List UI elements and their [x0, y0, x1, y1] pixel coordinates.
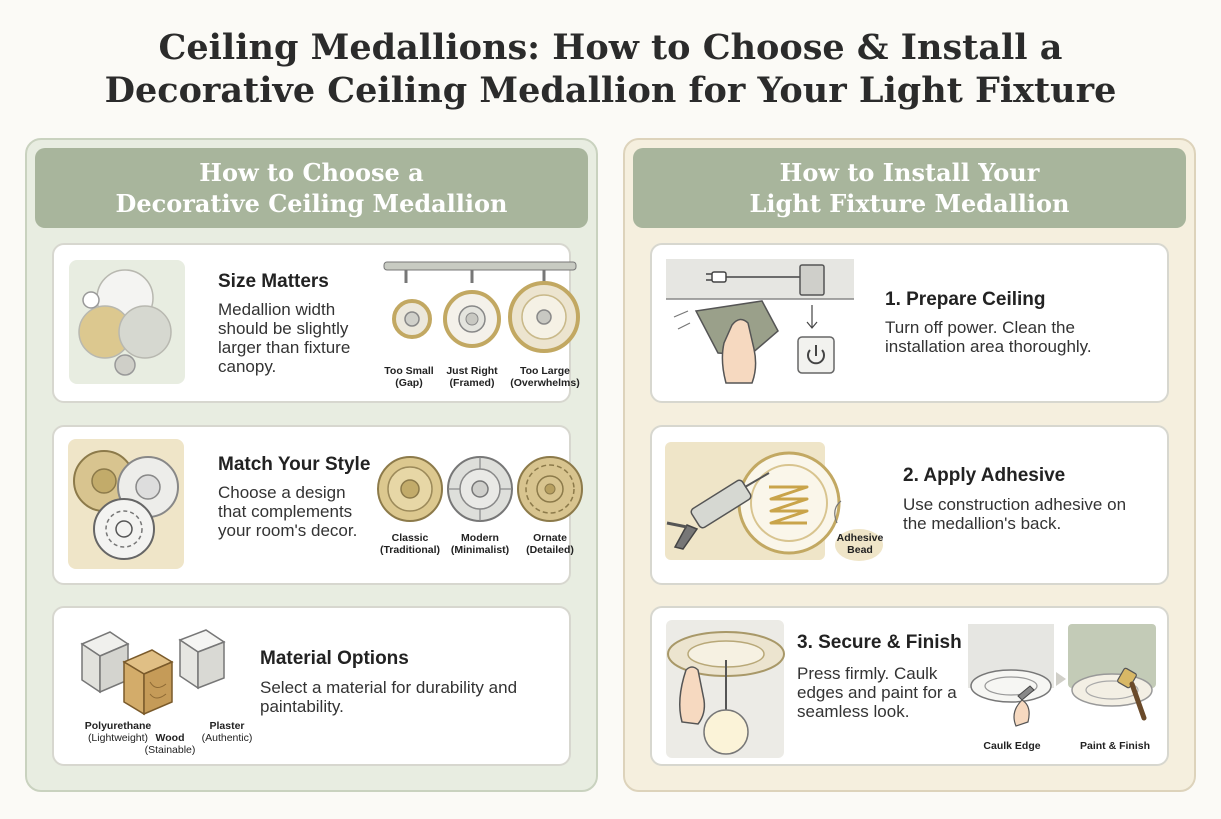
style-medallions-illustration [68, 439, 184, 569]
install-panel: How to Install Your Light Fixture Medall… [623, 138, 1196, 792]
ornate-medallion [517, 456, 583, 522]
install-panel-header: How to Install Your Light Fixture Medall… [633, 148, 1186, 228]
cleaning-illustration [666, 259, 854, 384]
style-card: Match Your Style Choose a design that co… [52, 425, 583, 585]
step-3-title: 3. Secure & Finish [797, 632, 962, 653]
too-small-caption: Too Small(Gap) [384, 365, 434, 389]
choose-heading-line-1: How to Choose a [199, 158, 424, 187]
material-cubes-illustration [80, 629, 226, 716]
cloth-hand-icon [673, 300, 779, 384]
wood-cube [122, 649, 174, 716]
step-3-desc: Press firmly. Caulk edges and paint for … [797, 664, 957, 721]
modern-caption: Modern(Minimalist) [450, 532, 510, 556]
polyurethane-cube [80, 631, 130, 694]
just-right-caption: Just Right(Framed) [446, 365, 498, 389]
material-card: Material Options Select a material for d… [52, 606, 571, 766]
caulk-edge-illustration [968, 624, 1054, 727]
press-medallion-illustration [666, 620, 785, 758]
arrow-right-icon [1056, 672, 1066, 686]
plaster-cube [178, 629, 226, 690]
ornate-caption: Ornate(Detailed) [526, 532, 574, 556]
polyurethane-caption: Polyurethane(Lightweight) [84, 720, 152, 744]
style-title: Match Your Style [218, 454, 371, 475]
step-1-title: 1. Prepare Ceiling [885, 289, 1046, 310]
paint-finish-caption: Paint & Finish [1079, 740, 1150, 752]
wood-caption: Wood(Stainable) [144, 732, 196, 756]
step-2-title: 2. Apply Adhesive [903, 465, 1066, 486]
too-small-medallion [392, 299, 432, 339]
choose-panel: How to Choose a Decorative Ceiling Medal… [25, 138, 598, 792]
step-2-desc: Use construction adhesive on the medalli… [903, 495, 1127, 533]
page-title: Ceiling Medallions: How to Choose & Inst… [0, 26, 1221, 112]
fixture-rail-illustration [383, 261, 580, 353]
material-title: Material Options [260, 648, 409, 669]
medallion-back-icon [737, 451, 841, 555]
title-line-1: Ceiling Medallions: How to Choose & Inst… [158, 27, 1063, 68]
material-desc: Select a material for durability and pai… [260, 678, 518, 716]
too-large-medallion [508, 281, 580, 353]
install-heading-line-1: How to Install Your [779, 158, 1040, 187]
classic-caption: Classic(Traditional) [379, 532, 441, 556]
caulk-gun-icon [666, 472, 770, 550]
too-large-caption: Too Large(Overwhelms) [510, 365, 580, 389]
install-heading-line-2: Light Fixture Medallion [749, 189, 1070, 218]
choose-heading-line-2: Decorative Ceiling Medallion [115, 189, 508, 218]
size-desc: Medallion width should be slightly large… [218, 300, 351, 376]
title-line-2: Decorative Ceiling Medallion for Your Li… [104, 70, 1117, 111]
step-1-desc: Turn off power. Clean the installation a… [885, 318, 1092, 356]
caulk-edge-caption: Caulk Edge [983, 740, 1041, 752]
size-title: Size Matters [218, 271, 329, 292]
step-3-card: 3. Secure & Finish Press firmly. Caulk e… [650, 606, 1169, 766]
hand-icon [679, 666, 706, 725]
modern-medallion [447, 456, 513, 522]
size-card: Size Matters Medallion width should be s… [52, 243, 580, 403]
paint-finish-illustration [1068, 624, 1156, 721]
just-right-medallion [443, 290, 501, 348]
step-1-card: 1. Prepare Ceiling Turn off power. Clean… [650, 243, 1169, 403]
choose-panel-header: How to Choose a Decorative Ceiling Medal… [35, 148, 588, 228]
adhesive-illustration [665, 442, 883, 561]
power-button-icon [797, 336, 835, 374]
style-desc: Choose a design that complements your ro… [218, 483, 358, 540]
power-plug-icon [706, 271, 802, 283]
size-circles-illustration [69, 260, 185, 384]
classic-medallion [377, 456, 443, 522]
plaster-caption: Plaster(Authentic) [201, 720, 253, 744]
